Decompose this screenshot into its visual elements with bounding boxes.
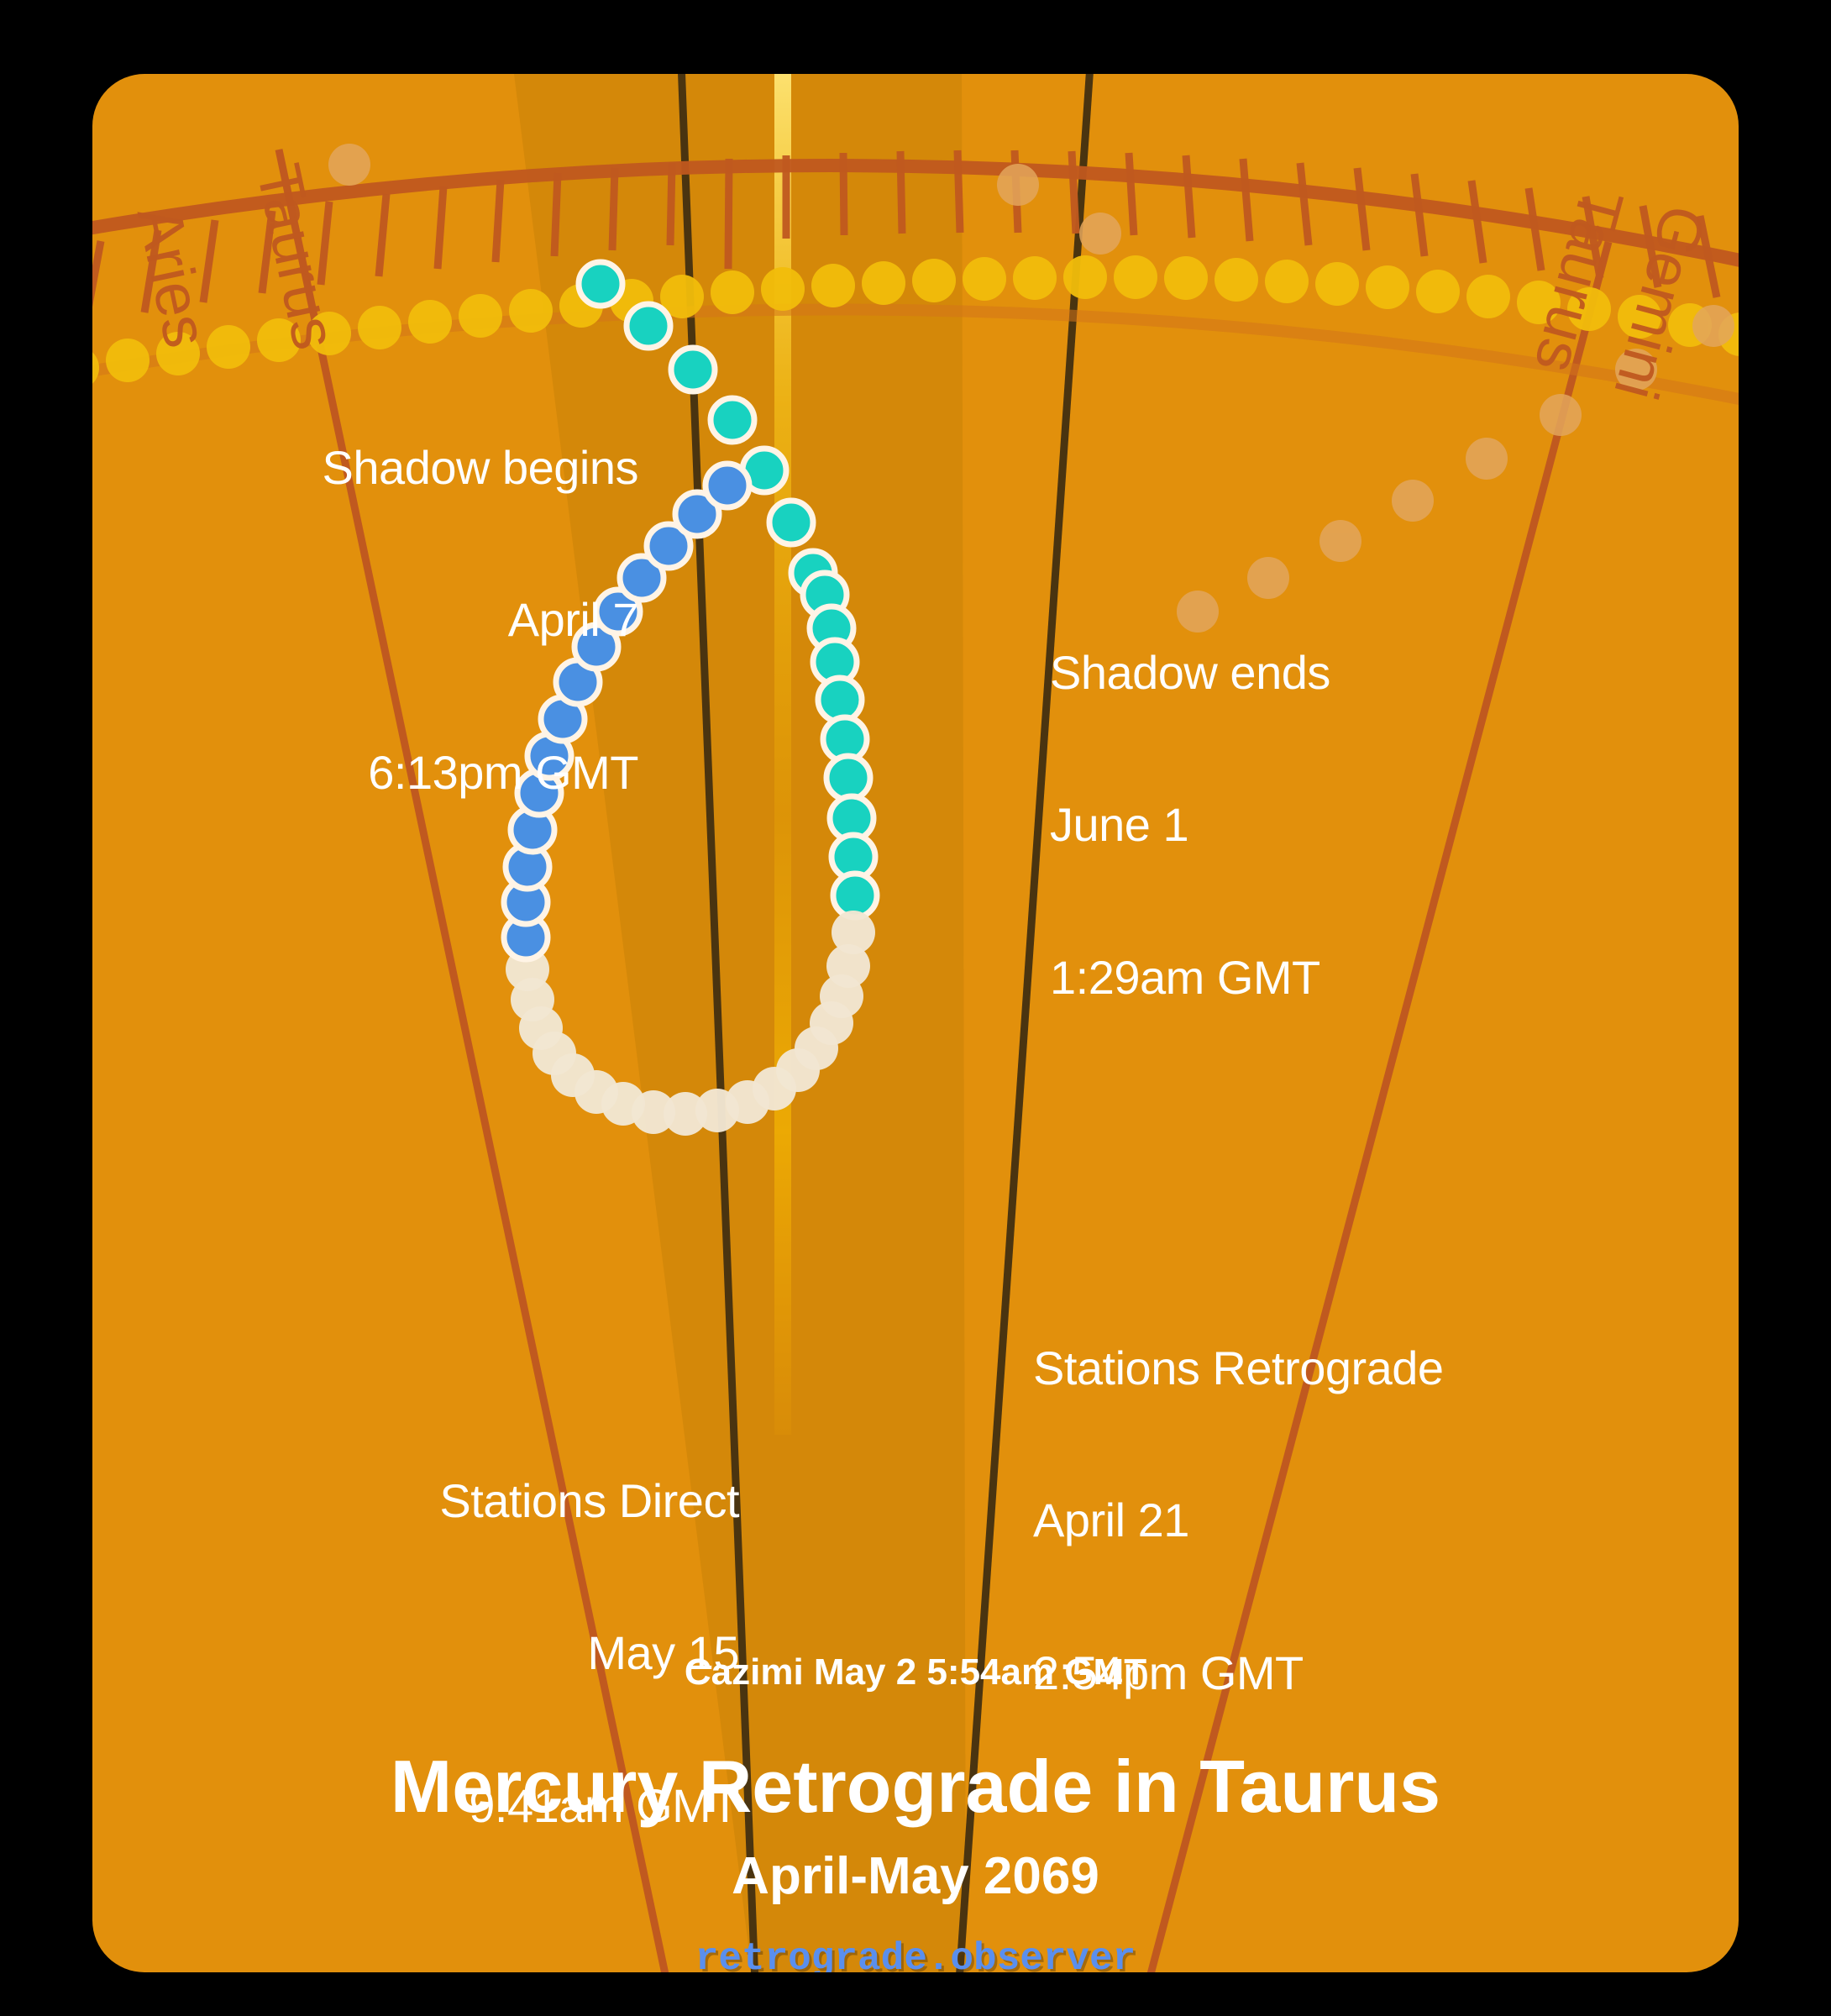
annotation-shadow-begins: Shadow begins April 7 6:13pm GMT xyxy=(143,341,639,900)
stations-retrograde-title: Stations Retrograde xyxy=(1033,1341,1444,1394)
chart-title: Mercury Retrograde in Taurus xyxy=(390,1745,1441,1828)
mercury-dot xyxy=(593,586,643,637)
shadow-ends-time: 1:29am GMT xyxy=(1050,950,1320,1004)
mercury-dot xyxy=(766,497,816,548)
site-url[interactable]: retrograde.observer xyxy=(695,1937,1136,1972)
shadow-begins-date: April 7 xyxy=(507,593,639,647)
mercury-dot xyxy=(664,1092,707,1136)
annotation-stations-retrograde: Stations Retrograde April 21 2:54pm GMT xyxy=(1033,1242,1671,1800)
mercury-dot xyxy=(575,259,626,309)
chart-canvas xyxy=(92,74,1739,1972)
taurus-highlight-band xyxy=(514,74,966,1972)
sun-path-dots xyxy=(92,255,1739,384)
stations-direct-title: Stations Direct xyxy=(439,1473,739,1527)
annotation-stations-direct: Stations Direct May 15 9:41am GMT xyxy=(227,1374,739,1933)
shadow-begins-time: 6:13pm GMT xyxy=(368,745,638,799)
mercury-dot xyxy=(643,521,694,571)
stations-direct-time: 9:41am GMT xyxy=(469,1778,739,1832)
mercury-dot xyxy=(623,301,674,351)
mercury-dot xyxy=(823,753,874,803)
mercury-dot xyxy=(616,553,667,603)
mercury-dot xyxy=(702,460,753,511)
annotation-shadow-ends: Shadow ends June 1 1:29am GMT xyxy=(1050,546,1571,1105)
stations-direct-date: May 15 xyxy=(587,1626,739,1680)
cazimi-caption: Cazimi May 2 5:54am GMT xyxy=(684,1651,1147,1693)
degree-scale-arc xyxy=(92,150,1739,313)
mercury-dot xyxy=(672,489,722,539)
shadow-ends-title: Shadow ends xyxy=(1050,645,1330,699)
stations-retrograde-time: 2:54pm GMT xyxy=(1033,1646,1304,1699)
zodiac-division-lines xyxy=(275,149,1613,1972)
mercury-dot xyxy=(707,395,758,445)
shadow-begins-title: Shadow begins xyxy=(322,440,639,494)
chart-subtitle: April-May 2069 xyxy=(732,1847,1099,1905)
mercury-position-track xyxy=(501,259,880,1136)
mercury-dot xyxy=(571,622,622,672)
pre-shadow-dots xyxy=(328,144,1734,633)
mercury-dot xyxy=(668,344,718,395)
mercury-dot xyxy=(832,911,875,954)
stations-retrograde-date: April 21 xyxy=(1033,1494,1189,1547)
mercury-dot xyxy=(695,1089,739,1132)
shadow-ends-date: June 1 xyxy=(1050,798,1189,852)
retrograde-chart-card: Aries Taurus Taurus Gemini Shadow begins… xyxy=(92,74,1739,1972)
